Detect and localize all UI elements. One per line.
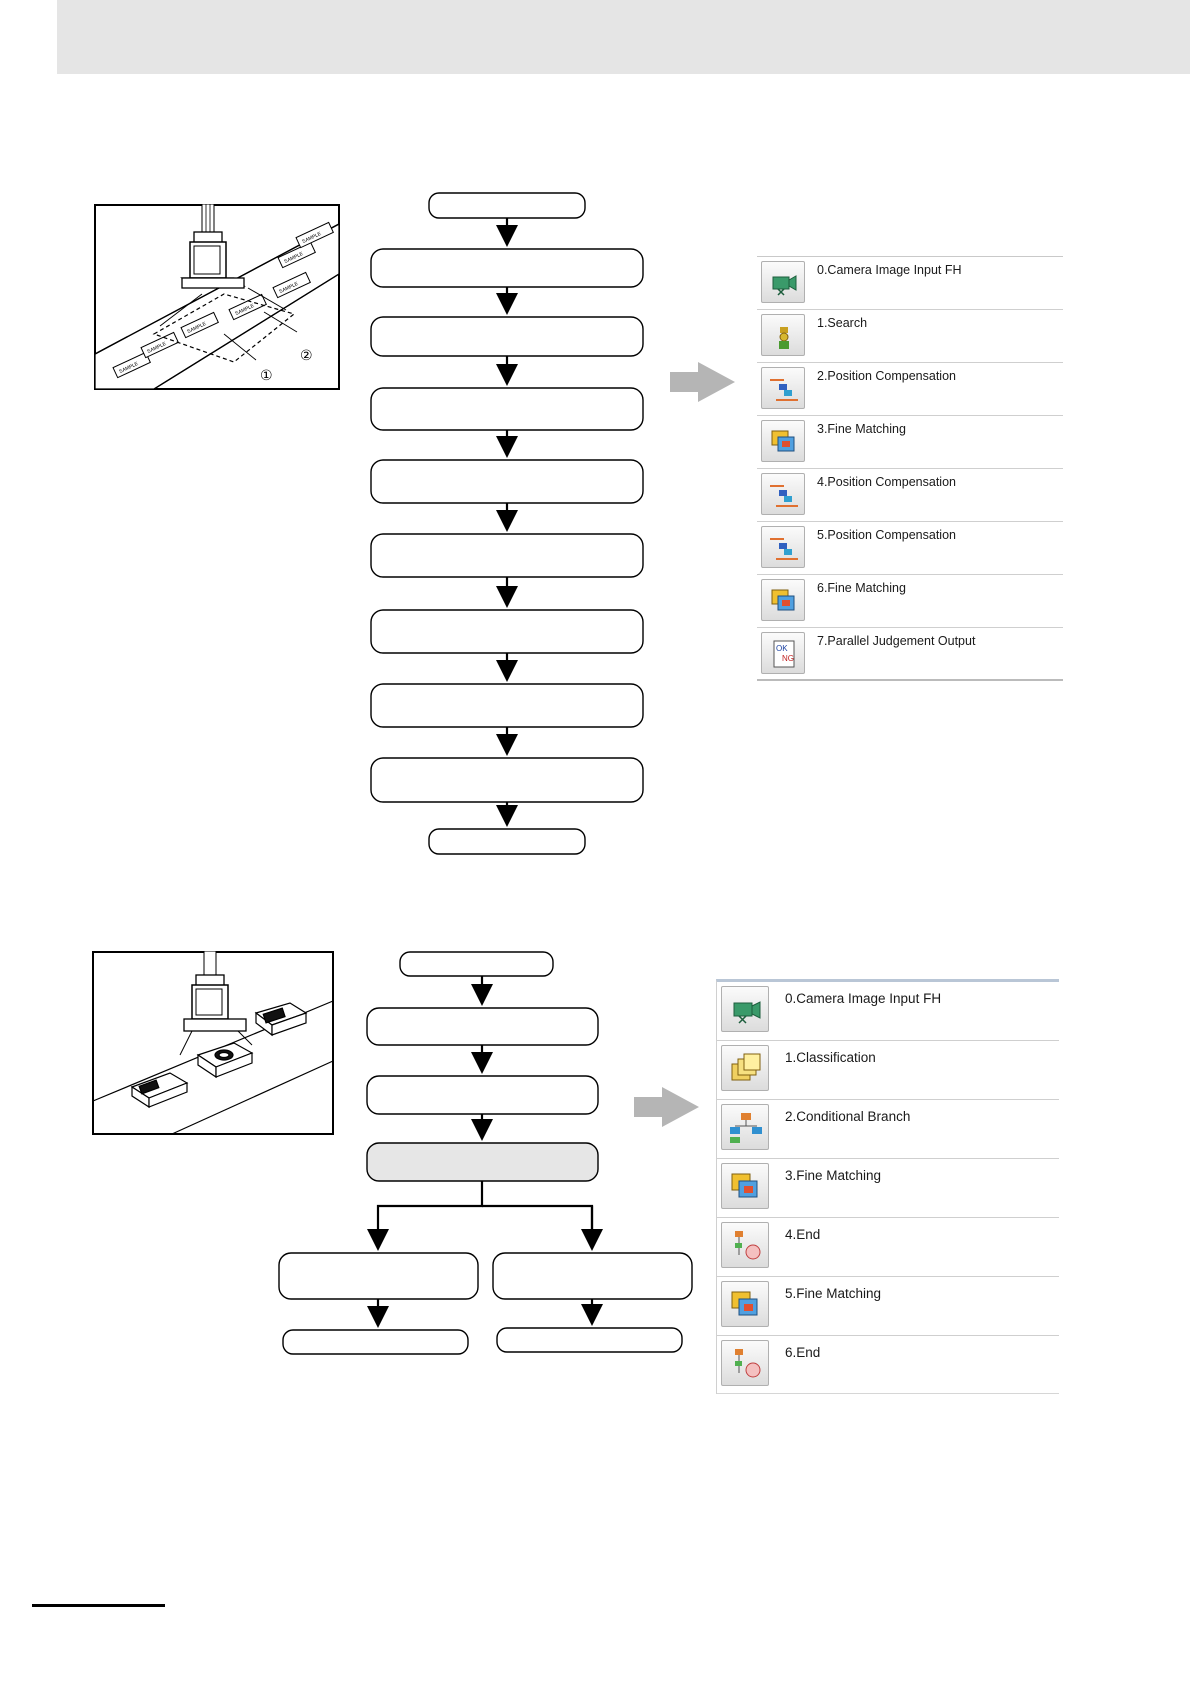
fine-matching-icon [721,1281,769,1327]
flow-terminal-end-left [282,1329,469,1355]
flow-decision-box [366,1142,599,1182]
processing-item[interactable]: 4.End [717,1218,1059,1277]
position-compensation-icon [761,526,805,568]
flow-step-box [370,533,644,578]
processing-item[interactable]: 2.Conditional Branch [717,1100,1059,1159]
flow-terminal-end-right [496,1327,683,1353]
item-label: 3.Fine Matching [817,422,906,436]
flow-step-box [370,609,644,654]
processing-flow-panel-1: 0.Camera Image Input FH 1.Search 2.Posit… [757,256,1063,681]
processing-item[interactable]: 0.Camera Image Input FH [717,982,1059,1041]
flow-terminal-start [428,192,586,219]
item-label: 2.Position Compensation [817,369,956,383]
processing-flow-panel-2: 0.Camera Image Input FH 1.Classification… [716,979,1059,1394]
transition-arrow [634,1087,699,1127]
flow-terminal-start [399,951,554,977]
position-compensation-icon [761,473,805,515]
processing-item[interactable]: 3.Fine Matching [757,416,1063,469]
processing-item[interactable]: 6.End [717,1336,1059,1394]
processing-item[interactable]: 3.Fine Matching [717,1159,1059,1218]
callout-1: ① [260,368,273,384]
fine-matching-icon [761,579,805,621]
end-icon [721,1222,769,1268]
item-label: 4.Position Compensation [817,475,956,489]
item-label: 0.Camera Image Input FH [817,263,962,277]
item-label: 5.Position Compensation [817,528,956,542]
ng-text: NG [782,654,794,663]
camera-icon [761,261,805,303]
processing-item[interactable]: 5.Fine Matching [717,1277,1059,1336]
footer-rule [32,1604,165,1607]
flow-step-box [370,459,644,504]
flow-step-box [370,387,644,431]
item-label: 1.Classification [785,1050,876,1065]
camera-icon [721,986,769,1032]
item-label: 7.Parallel Judgement Output [817,634,976,648]
processing-item[interactable]: 6.Fine Matching [757,575,1063,628]
classification-icon [721,1045,769,1091]
judgement-output-icon: OK NG [761,632,805,674]
flow-step-box [366,1007,599,1046]
item-label: 0.Camera Image Input FH [785,991,942,1006]
processing-item[interactable]: 4.Position Compensation [757,469,1063,522]
processing-item[interactable]: 5.Position Compensation [757,522,1063,575]
ok-text: OK [776,644,788,653]
item-label: 4.End [785,1227,821,1242]
flow-terminal-end [428,828,586,855]
item-label: 6.End [785,1345,821,1360]
item-label: 5.Fine Matching [785,1286,882,1301]
processing-item[interactable]: 1.Search [757,310,1063,363]
transition-arrow [670,362,735,402]
item-label: 6.Fine Matching [817,581,906,595]
illustration-sample-conveyor: SAMPLE SAMPLE SAMPLE SAMPLE SAMPLE SAMPL… [94,204,340,390]
processing-item[interactable]: 1.Classification [717,1041,1059,1100]
processing-item[interactable]: OK NG 7.Parallel Judgement Output [757,628,1063,681]
item-label: 1.Search [817,316,868,330]
flow-step-box [370,757,644,803]
processing-item[interactable]: 0.Camera Image Input FH [757,257,1063,310]
fine-matching-icon [761,420,805,462]
flow-step-box [370,248,644,288]
search-icon [761,314,805,356]
item-label: 2.Conditional Branch [785,1109,911,1124]
flow-step-box [370,316,644,357]
callout-2: ② [300,348,313,364]
flow-branch-box-left [278,1252,479,1300]
fine-matching-icon [721,1163,769,1209]
end-icon [721,1340,769,1386]
page-header-bar [57,0,1190,74]
position-compensation-icon [761,367,805,409]
conditional-branch-icon [721,1104,769,1150]
illustration-classification-conveyor [92,951,334,1135]
flow-branch-box-right [492,1252,693,1300]
flow-step-box [366,1075,599,1115]
processing-item[interactable]: 2.Position Compensation [757,363,1063,416]
flow-step-box [370,683,644,728]
item-label: 3.Fine Matching [785,1168,882,1183]
